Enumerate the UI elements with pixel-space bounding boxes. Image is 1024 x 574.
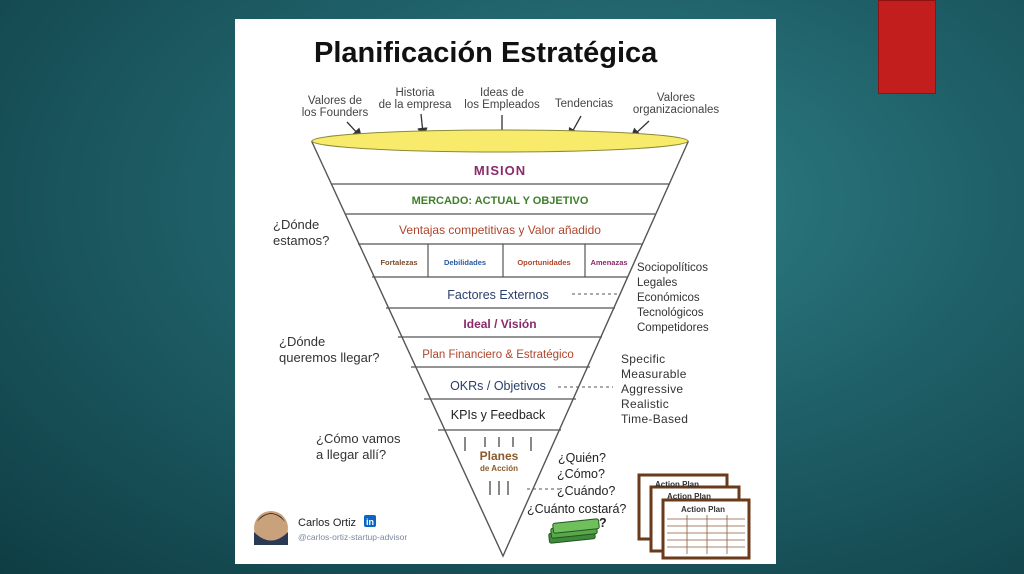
linkedin-icon-label: in xyxy=(366,517,374,527)
factor-economicos: Económicos xyxy=(637,292,700,304)
action-question-cuando: ¿Cuándo? xyxy=(557,484,615,498)
action-plan-cards: Action Plan Action Plan Action Plan xyxy=(637,473,751,560)
question-donde-estamos-2: estamos? xyxy=(273,233,329,248)
action-ticks xyxy=(464,437,532,495)
input-label-founders-2: los Founders xyxy=(302,107,369,119)
smart-realistic: Realistic xyxy=(621,397,669,411)
action-question-como: ¿Cómo? xyxy=(557,467,605,481)
action-question-mark: ? xyxy=(599,516,607,530)
action-plan-card-title-1: Action Plan xyxy=(655,480,699,489)
action-question-quien: ¿Quién? xyxy=(558,451,606,465)
smart-aggressive: Aggressive xyxy=(621,382,683,396)
smart-time-based: Time-Based xyxy=(621,412,688,426)
author-name: Carlos Ortiz xyxy=(298,517,356,529)
input-label-valores-org-2: organizacionales xyxy=(633,104,720,116)
input-label-historia-1: Historia xyxy=(396,87,436,99)
input-label-founders-1: Valores de xyxy=(308,95,362,107)
input-label-tendencias: Tendencias xyxy=(555,98,613,110)
page-title: Planificación Estratégica xyxy=(314,37,658,69)
factor-sociopoliticos: Sociopolíticos xyxy=(637,262,708,274)
question-donde-estamos-1: ¿Dónde xyxy=(273,217,319,232)
funnel-top-opening xyxy=(311,129,689,153)
action-plan-card-title-2: Action Plan xyxy=(667,492,711,501)
infographic-slide: Planificación Estratégica Valores de los… xyxy=(235,19,776,564)
input-label-ideas-1: Ideas de xyxy=(480,87,524,99)
swot-oportunidades: Oportunidades xyxy=(517,258,570,267)
layer-planes-1: Planes xyxy=(480,449,519,463)
factor-legales: Legales xyxy=(637,277,678,289)
linkedin-icon xyxy=(364,515,376,527)
layer-vision: Ideal / Visión xyxy=(463,317,536,331)
input-label-ideas-2: los Empleados xyxy=(464,99,540,111)
smart-specific: Specific xyxy=(621,352,665,366)
input-label-valores-org-1: Valores xyxy=(657,92,695,104)
layer-mision: MISION xyxy=(474,163,526,178)
swot-fortalezas: Fortalezas xyxy=(380,258,417,267)
layer-plan: Plan Financiero & Estratégico xyxy=(422,349,574,361)
input-label-historia-2: de la empresa xyxy=(379,99,452,111)
layer-ventajas: Ventajas competitivas y Valor añadido xyxy=(399,223,601,237)
funnel-layer-dividers xyxy=(332,183,670,431)
money-icon xyxy=(548,518,600,544)
decorative-red-tab xyxy=(878,0,936,94)
swot-debilidades: Debilidades xyxy=(444,258,486,267)
action-question-cuanto: ¿Cuánto costará? xyxy=(527,502,626,516)
layer-kpis: KPIs y Feedback xyxy=(451,408,546,422)
question-donde-queremos-2: queremos llegar? xyxy=(279,350,379,365)
author-block: Carlos Ortiz in @carlos-ortiz-startup-ad… xyxy=(254,511,407,545)
factor-competidores: Competidores xyxy=(637,322,709,334)
layer-planes-2: de Acción xyxy=(480,464,518,473)
action-plan-card-title-3: Action Plan xyxy=(681,505,725,514)
avatar xyxy=(254,511,288,545)
question-como-vamos-1: ¿Cómo vamos xyxy=(316,431,401,446)
layer-mercado: MERCADO: ACTUAL Y OBJETIVO xyxy=(412,195,589,207)
factor-tecnologicos: Tecnológicos xyxy=(637,307,704,319)
funnel-diagram: Planificación Estratégica Valores de los… xyxy=(254,37,751,560)
smart-measurable: Measurable xyxy=(621,367,687,381)
question-donde-queremos-1: ¿Dónde xyxy=(279,334,325,349)
layer-okrs: OKRs / Objetivos xyxy=(450,379,546,393)
author-handle: @carlos-ortiz-startup-advisor xyxy=(298,532,407,542)
swot-amenazas: Amenazas xyxy=(590,258,627,267)
dashed-connectors xyxy=(527,293,618,490)
question-como-vamos-2: a llegar allí? xyxy=(316,447,386,462)
layer-factores: Factores Externos xyxy=(447,288,548,302)
